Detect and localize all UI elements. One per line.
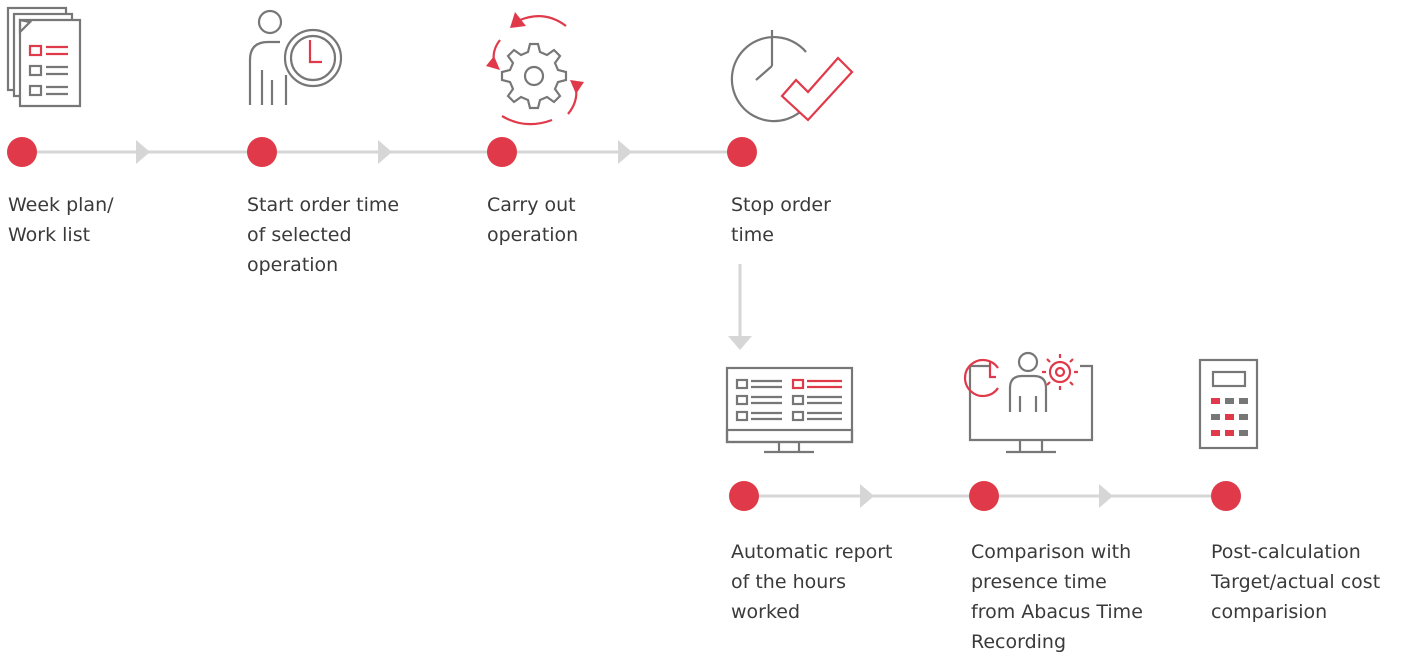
row1-connector xyxy=(22,140,742,164)
down-connector xyxy=(728,264,752,350)
arrow-down-icon xyxy=(728,336,752,350)
step-dot xyxy=(487,137,517,167)
documents-checklist-icon xyxy=(6,6,82,108)
step-dot xyxy=(729,481,759,511)
arrow-right-icon xyxy=(860,484,874,508)
monitor-report-icon xyxy=(725,366,854,454)
step-dot xyxy=(969,481,999,511)
calculator-icon xyxy=(1198,358,1259,450)
step-label-comparison-presence-time: Comparison with presence time from Abacu… xyxy=(971,541,1143,653)
arrow-right-icon xyxy=(136,140,150,164)
step-dot xyxy=(727,137,757,167)
person-clock-icon xyxy=(248,9,343,105)
step-label-week-plan: Week plan/ Work list xyxy=(8,194,114,246)
step-label-start-order-time: Start order time of selected operation xyxy=(247,194,400,276)
gear-cycle-icon xyxy=(486,12,584,126)
step-dot xyxy=(7,137,37,167)
step-label-automatic-report: Automatic report of the hours worked xyxy=(731,541,893,623)
monitor-person-clock-gear-icon xyxy=(963,351,1094,454)
step-label-carry-out-operation: Carry out operation xyxy=(487,194,579,246)
step-dot xyxy=(1211,481,1241,511)
arrow-right-icon xyxy=(378,140,392,164)
step-label-stop-order-time: Stop order time xyxy=(731,194,831,246)
step-dot xyxy=(247,137,277,167)
clock-check-icon xyxy=(730,30,854,123)
arrow-right-icon xyxy=(1099,484,1113,508)
arrow-right-icon xyxy=(618,140,632,164)
step-label-post-calculation: Post-calculation Target/actual cost comp… xyxy=(1211,541,1381,623)
